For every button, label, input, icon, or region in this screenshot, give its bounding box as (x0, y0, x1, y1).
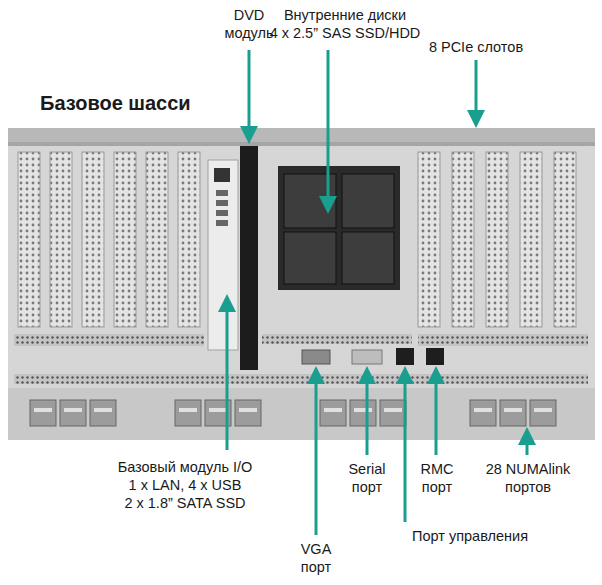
part-label: RMC порт (420, 460, 453, 496)
chassis-title: Базовое шасси (40, 92, 191, 115)
part-label: 8 PCIe слотов (429, 38, 523, 56)
part-label: Serial порт (348, 460, 385, 496)
part-label: 28 NUMAlink портов (486, 460, 571, 496)
part-label: Порт управления (412, 527, 528, 545)
part-label: VGA порт (301, 540, 332, 576)
part-label: DVD модуль (224, 6, 273, 42)
part-label: Базовый модуль I/O 1 x LAN, 4 x USB 2 x … (118, 458, 253, 512)
chassis-body (8, 128, 595, 440)
part-label: Внутренние диски 4 x 2.5” SAS SSD/HDD (270, 6, 421, 42)
leader-arrows (227, 50, 527, 535)
